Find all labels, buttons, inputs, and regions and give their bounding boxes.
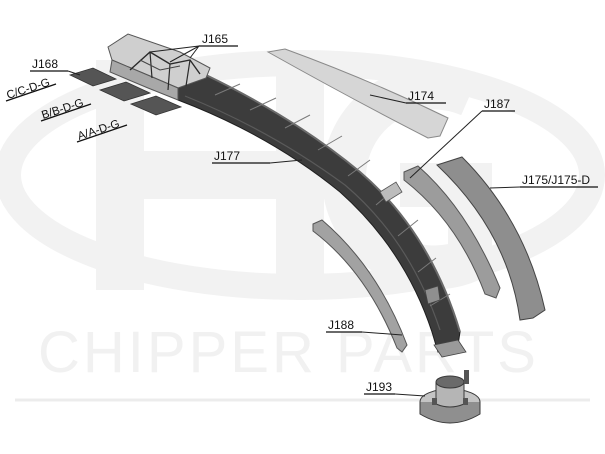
plate-b[interactable] xyxy=(98,81,152,102)
part-j175-strip[interactable] xyxy=(436,156,546,321)
part-j187-strip[interactable] xyxy=(403,165,501,299)
label-j168: J168 xyxy=(32,57,58,71)
plate-c[interactable] xyxy=(68,67,118,87)
plate-a[interactable] xyxy=(129,95,183,116)
label-c-c-d-g: C/C-D-G xyxy=(5,77,51,102)
part-j165-hood[interactable] xyxy=(107,33,211,101)
part-j177-chute[interactable] xyxy=(177,74,467,358)
part-j193-collar[interactable] xyxy=(419,370,481,424)
part-j188-strip[interactable] xyxy=(312,219,408,353)
j168-plates xyxy=(68,67,183,116)
label-j177: J177 xyxy=(214,149,240,163)
label-j175: J175/J175-D xyxy=(522,173,590,187)
label-j165: J165 xyxy=(202,32,228,46)
part-j174-strip[interactable] xyxy=(266,48,449,139)
leader-lines xyxy=(5,45,598,397)
label-j174: J174 xyxy=(408,89,434,103)
label-j187: J187 xyxy=(484,97,510,111)
label-j193: J193 xyxy=(366,380,392,394)
label-j188: J188 xyxy=(328,318,354,332)
